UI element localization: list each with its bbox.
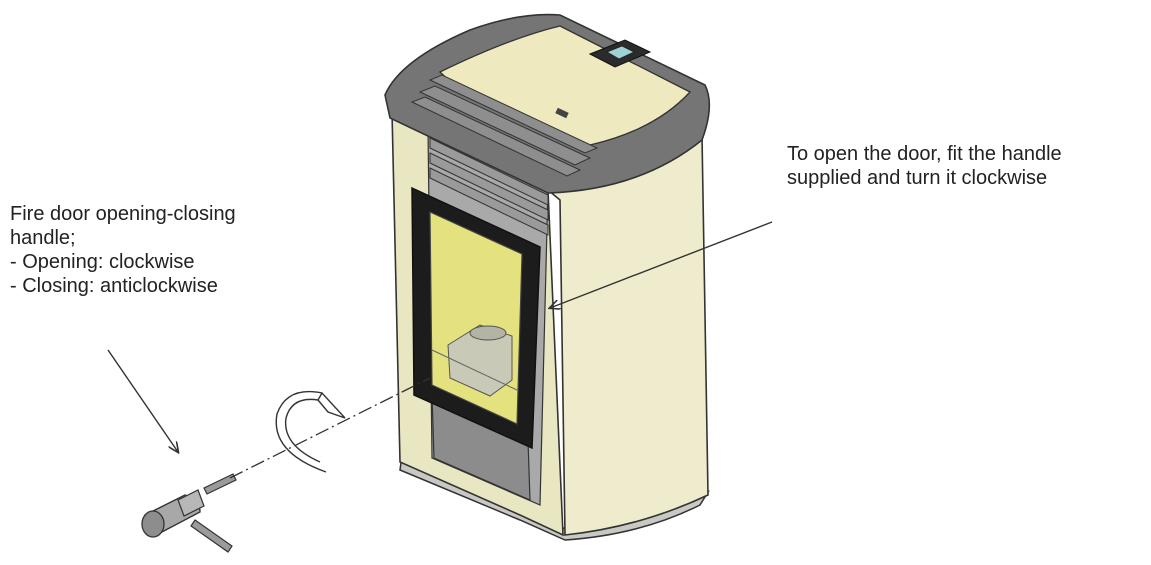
pellet-stove [384,13,711,541]
left-annotation-line-4: - Closing: anticlockwise [10,275,218,297]
right-annotation-line-2: supplied and turn it clockwise [787,167,1048,189]
right-annotation-line-1: To open the door, fit the handle [787,143,1062,165]
control-panel [588,39,652,68]
firebox-brazier [447,324,513,397]
top-grille [410,74,599,177]
door-handle-tool [141,473,237,553]
rotation-arrow-icon [275,390,346,473]
left-annotation-line-1: Fire door opening-closing [10,203,236,225]
logo-badge [555,107,569,119]
handle-pin [203,473,237,495]
left-annotation-line-3: - Opening: clockwise [10,251,195,273]
right-pointer-arrow [550,221,773,308]
left-annotation: Fire door opening-closing handle; - Open… [10,202,236,298]
right-annotation: To open the door, fit the handle supplie… [787,142,1062,190]
alignment-line [229,377,431,479]
left-annotation-line-2: handle; [10,227,76,249]
stove-top-lid [438,25,692,146]
front-slats [429,137,549,236]
left-pointer-arrow [107,349,178,452]
stove-side-panel [545,134,709,536]
handle-lower-rod [190,519,233,553]
